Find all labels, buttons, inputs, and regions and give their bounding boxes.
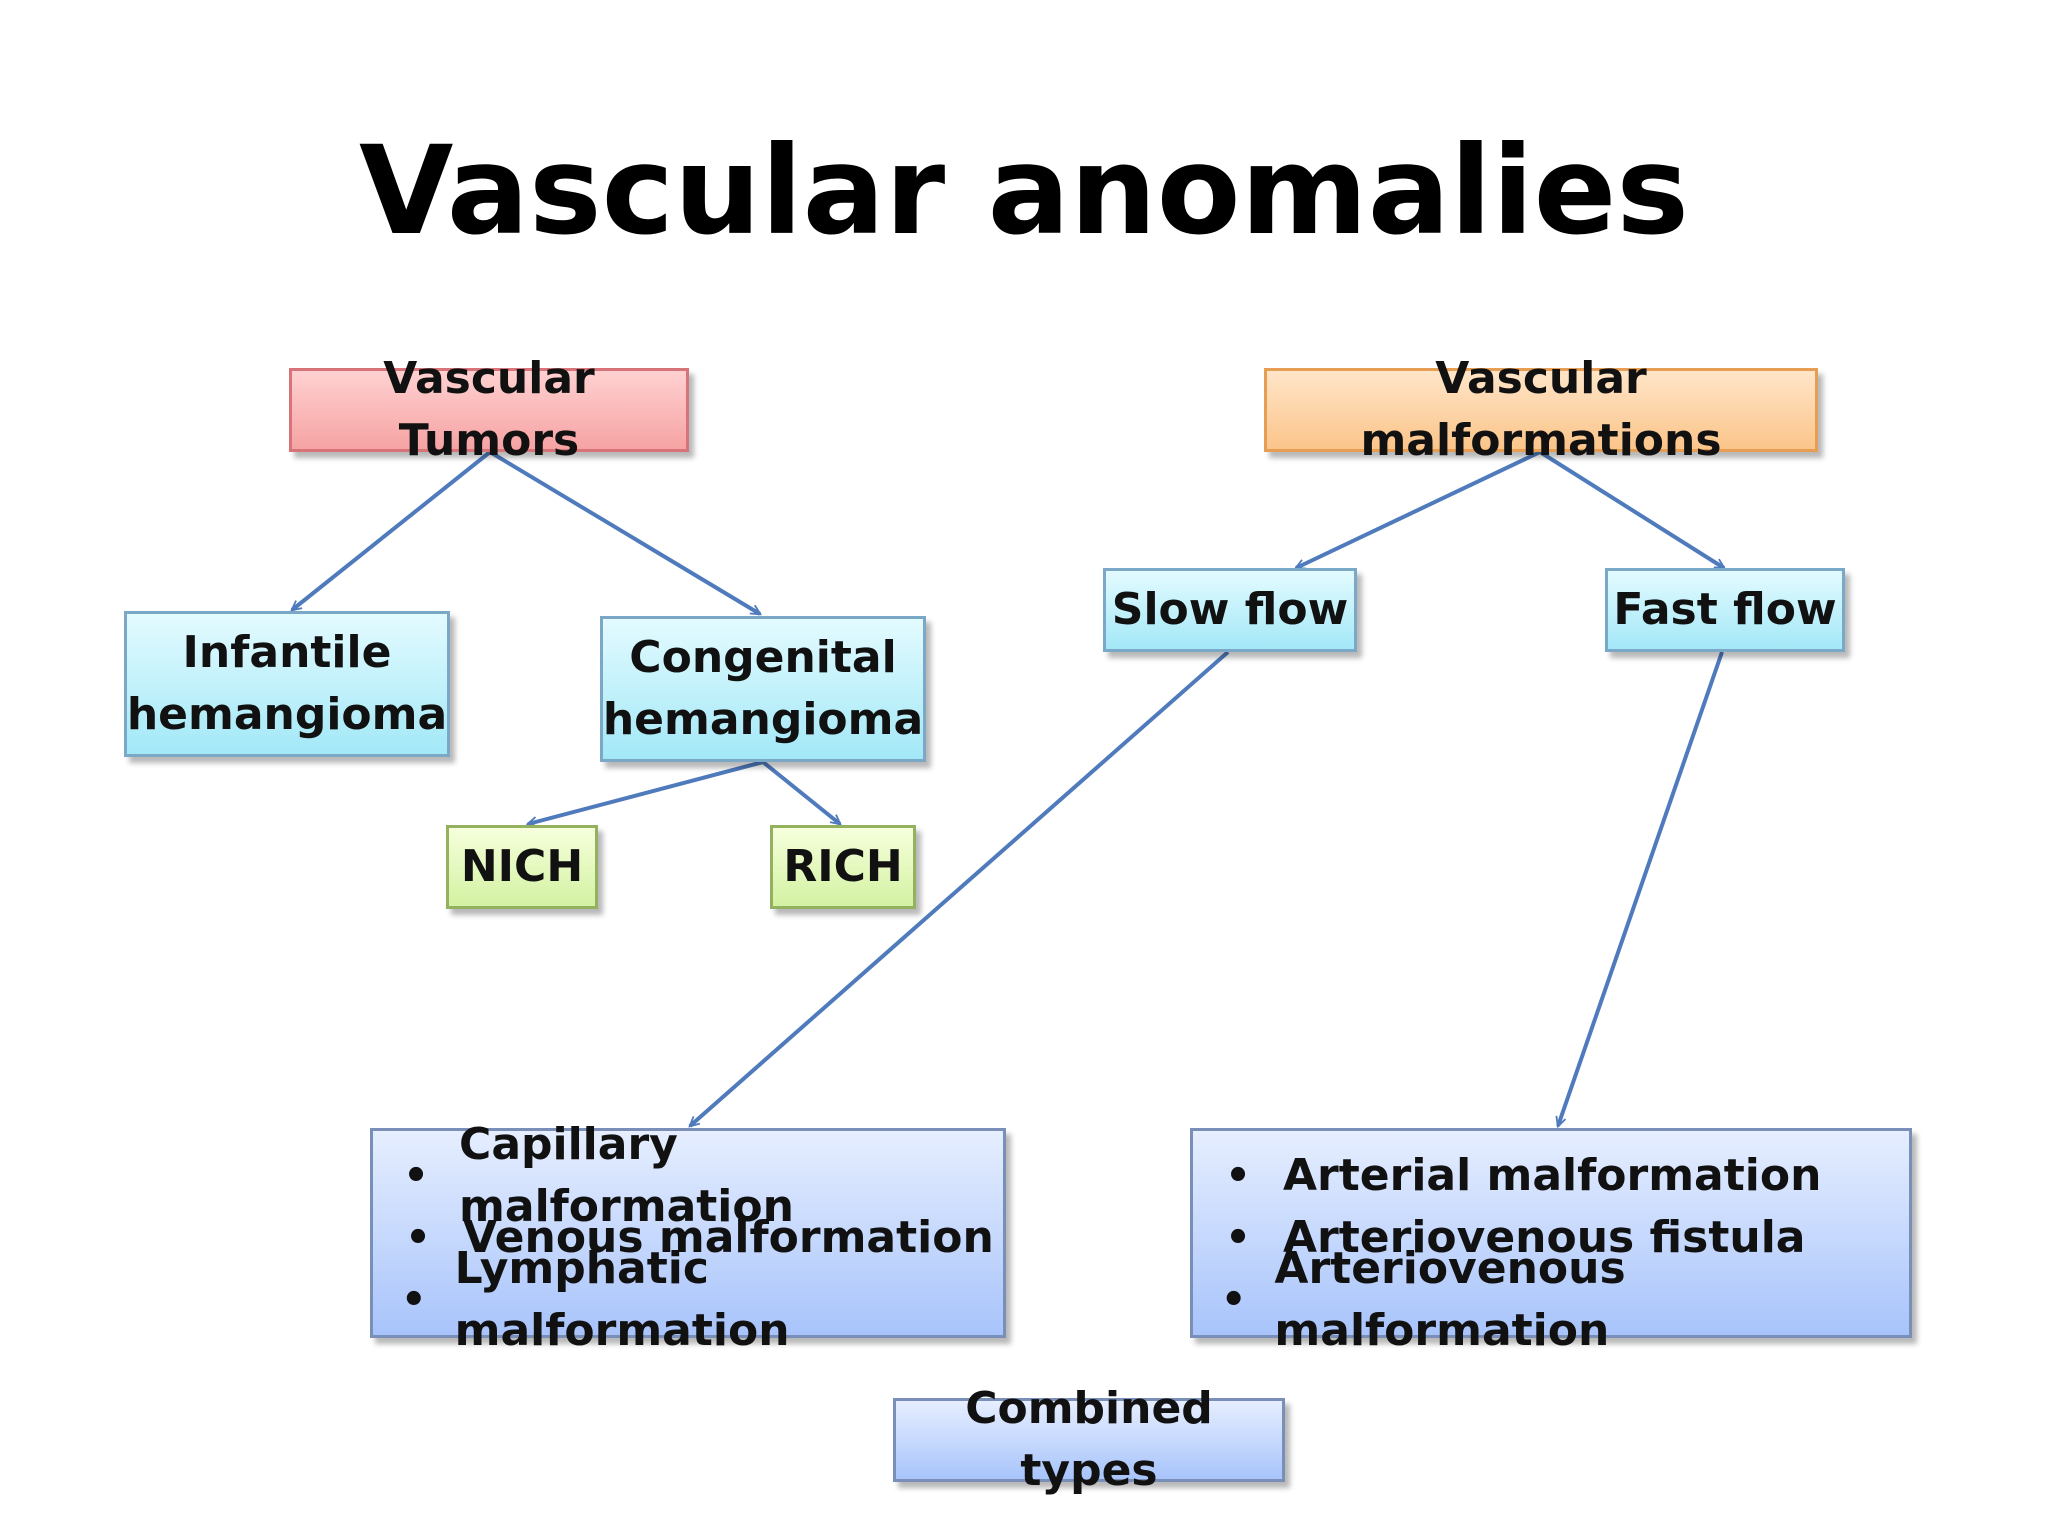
- congenital-hemangioma-line-2: hemangioma: [602, 694, 924, 745]
- bullet-icon: •: [1220, 1277, 1247, 1323]
- arrow-congenital-to-rich: [761, 760, 840, 824]
- arrow-malformations-to-fast: [1538, 450, 1724, 570]
- slow-flow-label: Slow flow: [1111, 584, 1349, 635]
- vascular-malformations-box: Vascular malformations: [1264, 353, 1818, 466]
- arrow-congenital-to-nich: [528, 760, 764, 824]
- arrow-slow-to-list: [690, 650, 1230, 1126]
- bullet-icon: •: [403, 1153, 429, 1199]
- combined-types-label: Combined types: [965, 1383, 1213, 1496]
- slow-flow-item-2: Venous malformation: [463, 1212, 994, 1263]
- slow-flow-list-box: • Capillary malformation • Venous malfor…: [370, 1119, 1006, 1356]
- infantile-hemangioma-line-2: hemangioma: [126, 689, 448, 740]
- list-item: • Arteriovenous malformation: [1193, 1243, 1909, 1356]
- fast-flow-box: Fast flow: [1605, 568, 1845, 652]
- list-item: • Capillary malformation: [373, 1119, 1003, 1232]
- fast-flow-label: Fast flow: [1613, 584, 1837, 635]
- infantile-hemangioma-box: Infantile hemangioma: [124, 611, 450, 757]
- list-item: • Lymphatic malformation: [373, 1243, 1003, 1356]
- bullet-icon: •: [401, 1277, 427, 1323]
- list-item: • Venous malformation: [373, 1207, 994, 1269]
- arrow-malformations-to-slow: [1296, 450, 1541, 570]
- slide-title: Vascular anomalies: [358, 120, 1690, 262]
- slow-flow-item-3: Lymphatic malformation: [454, 1243, 790, 1356]
- fast-flow-item-1: Arterial malformation: [1283, 1150, 1822, 1201]
- nich-label: NICH: [460, 841, 584, 892]
- slow-flow-box: Slow flow: [1103, 568, 1357, 652]
- list-item: • Arterial malformation: [1193, 1145, 1821, 1207]
- arrow-tumors-to-congenital: [488, 450, 760, 616]
- infantile-hemangioma-line-1: Infantile: [182, 627, 392, 678]
- vascular-tumors-label: Vascular Tumors: [383, 353, 595, 466]
- rich-label: RICH: [783, 841, 903, 892]
- rich-box: RICH: [770, 825, 916, 909]
- fast-flow-item-2: Arteriovenous fistula: [1283, 1212, 1806, 1263]
- bullet-icon: •: [1225, 1153, 1251, 1199]
- arrow-fast-to-list: [1558, 651, 1724, 1126]
- congenital-hemangioma-line-1: Congenital: [629, 632, 897, 683]
- arrow-tumors-to-infantile: [292, 450, 492, 610]
- vascular-malformations-label: Vascular malformations: [1360, 353, 1722, 466]
- vascular-tumors-box: Vascular Tumors: [289, 353, 689, 466]
- bullet-icon: •: [405, 1215, 431, 1261]
- fast-flow-list-box: • Arterial malformation • Arteriovenous …: [1190, 1128, 1912, 1356]
- combined-types-box: Combined types: [893, 1383, 1285, 1496]
- bullet-icon: •: [1225, 1215, 1251, 1261]
- list-item: • Arteriovenous fistula: [1193, 1207, 1805, 1269]
- nich-box: NICH: [446, 825, 598, 909]
- congenital-hemangioma-box: Congenital hemangioma: [600, 616, 926, 762]
- fast-flow-item-3: Arteriovenous malformation: [1274, 1243, 1626, 1356]
- slow-flow-item-1: Capillary malformation: [459, 1119, 794, 1232]
